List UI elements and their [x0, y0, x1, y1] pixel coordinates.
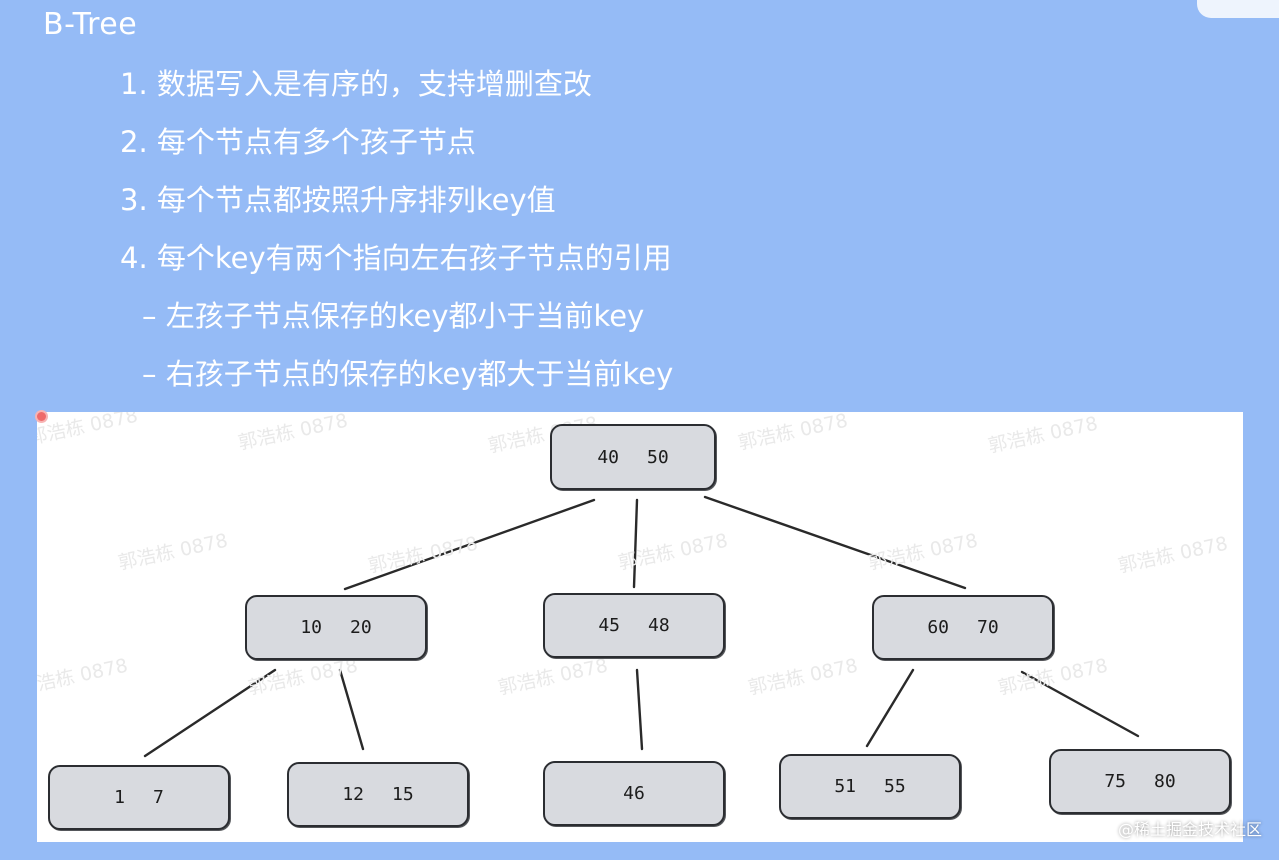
source-credit: @稀土掘金技术社区	[1117, 820, 1262, 839]
corner-tab	[1197, 0, 1279, 18]
edge-middle-to-leaf-3	[635, 668, 644, 751]
tree-node-leaf-2: 12 15	[287, 762, 469, 827]
edge-root-to-middle	[632, 498, 639, 589]
edge-root-to-left	[343, 498, 596, 591]
node-key: 46	[623, 783, 645, 804]
tree-node-leaf-5: 75 80	[1049, 749, 1231, 814]
node-key: 70	[977, 617, 999, 638]
node-key: 15	[392, 784, 414, 805]
bullet-point-4: 4. 每个key有两个指向左右孩子节点的引用	[120, 241, 672, 275]
node-key: 12	[342, 784, 364, 805]
bullet-point-2: 2. 每个节点有多个孩子节点	[120, 125, 476, 159]
edge-left-to-leaf-1	[143, 668, 277, 758]
node-key: 45	[598, 615, 620, 636]
bullet-point-1: 1. 数据写入是有序的，支持增删查改	[120, 67, 592, 101]
node-key: 80	[1154, 771, 1176, 792]
edge-right-to-leaf-5	[1020, 670, 1140, 738]
tree-node-left: 10 20	[245, 595, 427, 660]
tree-node-right: 60 70	[872, 595, 1054, 660]
tree-node-root: 40 50	[550, 424, 716, 490]
node-key: 10	[300, 617, 322, 638]
bullet-point-3: 3. 每个节点都按照升序排列key值	[120, 183, 556, 217]
node-key: 1	[114, 787, 125, 808]
node-key: 50	[647, 446, 669, 468]
pointer-cursor-icon	[35, 410, 48, 423]
sub-point-right-child: – 右孩子节点的保存的key都大于当前key	[142, 357, 674, 391]
edge-right-to-leaf-4	[865, 668, 915, 748]
tree-node-leaf-4: 51 55	[779, 754, 961, 819]
sub-point-left-child: – 左孩子节点保存的key都小于当前key	[142, 299, 645, 333]
node-key: 60	[927, 617, 949, 638]
node-key: 51	[834, 776, 856, 797]
node-key: 75	[1104, 771, 1126, 792]
edge-root-to-right	[703, 495, 967, 590]
tree-node-middle: 45 48	[543, 593, 725, 658]
node-key: 40	[597, 446, 619, 468]
node-key: 20	[350, 617, 372, 638]
node-key: 48	[648, 615, 670, 636]
tree-node-leaf-3: 46	[543, 761, 725, 826]
slide-title: B-Tree	[43, 7, 138, 42]
node-key: 55	[884, 776, 906, 797]
edge-left-to-leaf-2	[338, 668, 365, 751]
tree-edges	[143, 495, 1140, 758]
node-key: 7	[153, 787, 164, 808]
